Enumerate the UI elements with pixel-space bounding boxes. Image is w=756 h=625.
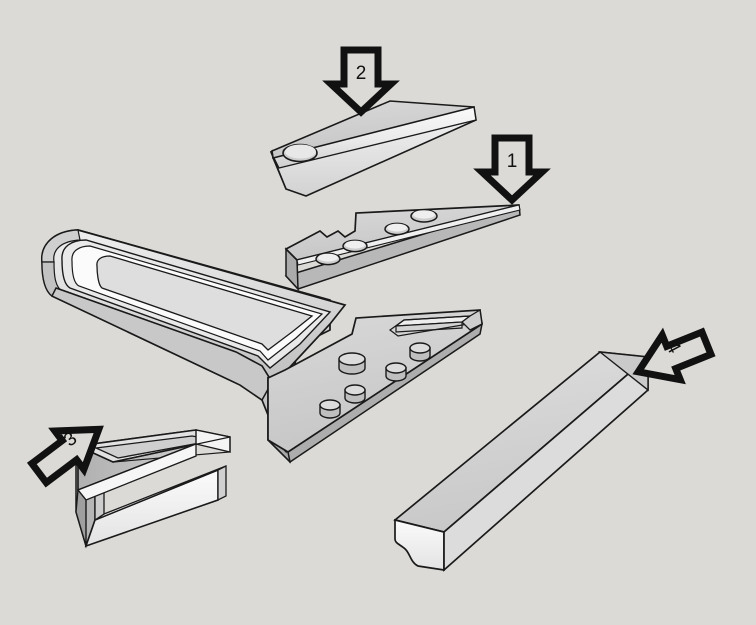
- base-slot-floor: [395, 321, 463, 333]
- base-pin-4: [319, 399, 341, 419]
- base-pin-group: [319, 342, 431, 419]
- callout-3-arrow: 3: [26, 425, 104, 488]
- part-channel-bracket-clip: [75, 429, 231, 549]
- part-main-body-frame: [41, 229, 484, 464]
- plate1-hole-4-hl: [318, 253, 338, 262]
- callout-1-arrow: 1: [473, 134, 551, 205]
- bar-near-endface-notched: [394, 518, 445, 571]
- plate1-hole-1-hl: [413, 210, 435, 219]
- base-pin-2: [385, 362, 407, 382]
- arrow-up-right-3: [26, 425, 104, 488]
- part-flat-bevel-blade-plate: [269, 100, 477, 197]
- callout-2-arrow: 2: [322, 46, 400, 117]
- plate1-hole-3-hl: [345, 240, 365, 249]
- base-right-boss: [461, 308, 483, 331]
- base-pin-oval: [338, 352, 366, 375]
- arrow-up-left-4: [632, 327, 716, 385]
- plate1-hole-group: [315, 209, 438, 266]
- body-loop-lower-thickness: [50, 287, 273, 402]
- part-rectangular-bar: [393, 351, 651, 572]
- bracket-left-corner-shade: [75, 488, 87, 547]
- base-pin-1: [409, 342, 431, 362]
- base-pin-oval-top: [338, 352, 366, 366]
- part-triangular-notched-plate: [284, 204, 521, 291]
- callout-4-arrow: 4: [632, 327, 716, 385]
- plate2-left-endcap: [270, 149, 287, 190]
- body-loop-endcap-shade: [41, 229, 81, 263]
- base-pin-1-top: [409, 342, 431, 354]
- base-pin-2-top: [385, 362, 407, 374]
- base-pin-4-top: [319, 399, 341, 411]
- plate2-hole-highlight: [285, 144, 316, 159]
- arrow-down-2: [322, 46, 400, 117]
- base-pin-3-top: [344, 384, 366, 396]
- arrow-down-1: [473, 134, 551, 205]
- callout-2-label: 2: [356, 63, 367, 84]
- base-pin-3: [344, 384, 366, 404]
- callout-1-label: 1: [507, 151, 518, 172]
- body-loop-island: [96, 255, 314, 351]
- bracket-lower-right-end: [217, 464, 227, 502]
- plate1-hole-2-hl: [387, 223, 407, 232]
